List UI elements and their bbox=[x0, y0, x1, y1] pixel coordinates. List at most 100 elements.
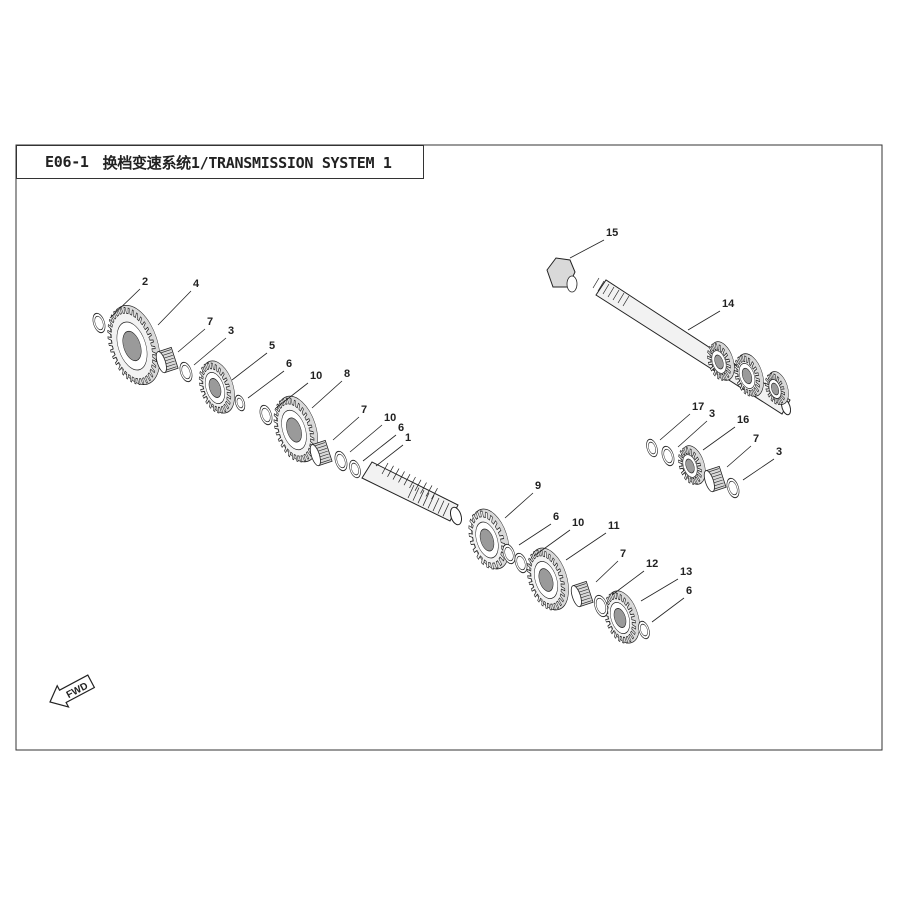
gear-bore bbox=[741, 367, 753, 385]
washer-part-10b bbox=[334, 450, 348, 472]
callout-number: 10 bbox=[572, 517, 584, 529]
washer-part-12 bbox=[594, 594, 608, 618]
shaft-spline bbox=[420, 482, 427, 494]
gear-bore bbox=[286, 417, 302, 443]
callout-number: 6 bbox=[686, 585, 692, 597]
leader-line bbox=[611, 570, 645, 596]
main-shaft-end bbox=[449, 506, 463, 526]
washer-part-10c bbox=[514, 552, 528, 574]
diagram-code: E06-1 bbox=[45, 153, 89, 171]
callout-number: 3 bbox=[776, 446, 782, 458]
leader-line bbox=[504, 492, 534, 519]
shaft-spline bbox=[412, 487, 420, 501]
shaft-spline bbox=[417, 490, 425, 504]
circlip-part-6a bbox=[234, 394, 246, 412]
bearing-face bbox=[309, 444, 321, 467]
callout-number: 17 bbox=[692, 401, 704, 413]
nut-washer bbox=[566, 275, 578, 293]
ring-inner bbox=[504, 546, 514, 562]
callout-number: 2 bbox=[142, 276, 148, 288]
shaft-spline bbox=[381, 462, 389, 475]
circlip-part-6c bbox=[502, 543, 516, 565]
washer-part-3c bbox=[726, 477, 740, 499]
counter-gear-b bbox=[733, 353, 764, 397]
washer-part-3a bbox=[179, 361, 193, 383]
leader-line bbox=[702, 426, 736, 451]
callout-number: 5 bbox=[269, 340, 275, 352]
shaft-spline bbox=[617, 292, 625, 304]
callout-number: 7 bbox=[207, 316, 213, 328]
ring-inner bbox=[516, 555, 526, 571]
callout-number: 3 bbox=[709, 408, 715, 420]
diagram-title-box: E06-1 换档变速系统1/TRANSMISSION SYSTEM 1 bbox=[16, 145, 424, 179]
needle-bearing-7d bbox=[703, 465, 727, 493]
callout-number: 12 bbox=[646, 558, 658, 570]
ring-inner bbox=[595, 597, 607, 615]
callout-number: 6 bbox=[286, 358, 292, 370]
parts-layer bbox=[92, 257, 792, 644]
bearing-roller bbox=[313, 442, 326, 447]
callout-number: 9 bbox=[535, 480, 541, 492]
leader-line bbox=[375, 444, 404, 467]
gear-bore bbox=[479, 528, 495, 552]
leader-line bbox=[193, 337, 227, 366]
callout-number: 10 bbox=[310, 370, 322, 382]
gear-bore bbox=[538, 568, 554, 592]
ring-inner bbox=[648, 441, 656, 455]
leader-lines bbox=[109, 239, 775, 623]
washer-part-10a bbox=[259, 404, 273, 426]
ring-inner bbox=[351, 462, 359, 476]
gear-bore bbox=[613, 608, 627, 628]
gear-bore bbox=[685, 458, 695, 474]
callout-number: 11 bbox=[608, 520, 620, 532]
main-shaft-body bbox=[361, 461, 459, 522]
gear-part-13 bbox=[603, 590, 640, 644]
gear-bore bbox=[208, 378, 222, 398]
callout-number: 4 bbox=[193, 278, 200, 290]
callout-number: 6 bbox=[398, 422, 404, 434]
bearing-roller bbox=[707, 468, 720, 473]
shaft-spline bbox=[392, 468, 400, 480]
gear-bore bbox=[714, 354, 724, 370]
bearing-face bbox=[703, 470, 715, 493]
leader-line bbox=[275, 382, 309, 409]
circlip-part-6b bbox=[349, 459, 361, 479]
gear-bore bbox=[771, 382, 779, 396]
leader-line bbox=[247, 370, 285, 399]
counter-gear-c bbox=[764, 371, 789, 405]
ring-inner bbox=[728, 480, 738, 496]
shaft-spline bbox=[425, 485, 433, 497]
leader-line bbox=[659, 413, 691, 441]
leader-line bbox=[569, 239, 605, 259]
shaft-spline bbox=[387, 465, 394, 477]
gear-part-11 bbox=[526, 547, 569, 611]
shaft-spline bbox=[597, 280, 605, 292]
needle-bearing-7b bbox=[309, 439, 333, 467]
shaft-spline bbox=[398, 471, 405, 483]
fwd-direction-arrow: FWD bbox=[49, 674, 96, 708]
shaft-spline bbox=[414, 479, 422, 491]
shaft-spline bbox=[409, 476, 416, 489]
leader-line bbox=[726, 445, 752, 468]
shaft-spline bbox=[442, 503, 450, 517]
ring-inner bbox=[181, 364, 191, 380]
shaft-spline bbox=[431, 488, 438, 500]
bearing-roller bbox=[579, 600, 592, 605]
callout-number: 7 bbox=[753, 433, 759, 445]
gear-part-5 bbox=[198, 360, 235, 414]
leader-line bbox=[157, 290, 192, 326]
callout-number: 16 bbox=[737, 414, 749, 426]
ring-inner bbox=[94, 315, 104, 331]
washer-part-2 bbox=[92, 312, 106, 334]
shaft-spline bbox=[622, 295, 630, 307]
shaft-spline bbox=[427, 495, 435, 509]
shaft-spline bbox=[602, 283, 610, 295]
bearing-roller bbox=[710, 476, 722, 482]
counter-gear-a bbox=[707, 341, 735, 381]
leader-line bbox=[518, 523, 552, 546]
shaft-spline bbox=[422, 492, 430, 506]
drawing-frame bbox=[15, 144, 883, 751]
callout-number: 13 bbox=[680, 566, 692, 578]
gear-bore bbox=[122, 330, 142, 362]
